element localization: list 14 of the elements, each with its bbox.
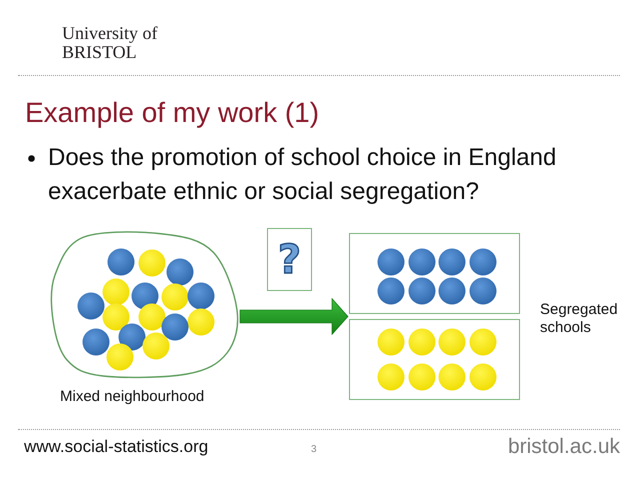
group-caption: Segregated schools bbox=[540, 301, 619, 337]
question-box bbox=[267, 228, 312, 291]
university-name: University of BRISTOL bbox=[62, 24, 158, 62]
neighbourhood-caption: Mixed neighbourhood bbox=[60, 388, 204, 406]
footer-url: www.social-statistics.org bbox=[24, 437, 208, 457]
arrow bbox=[240, 298, 348, 336]
school-box bbox=[349, 319, 520, 400]
footer-url: bristol.ac.uk bbox=[508, 434, 620, 459]
neighbourhood-outline bbox=[52, 233, 239, 379]
question-mark: ? bbox=[278, 238, 302, 282]
school-box bbox=[349, 233, 520, 314]
bullet-text: Does the promotion of school choice in England exacerbate ethnic or social segregation? bbox=[48, 143, 558, 207]
slide-title: Example of my work (1) bbox=[25, 96, 320, 130]
page-number: 3 bbox=[311, 444, 317, 456]
